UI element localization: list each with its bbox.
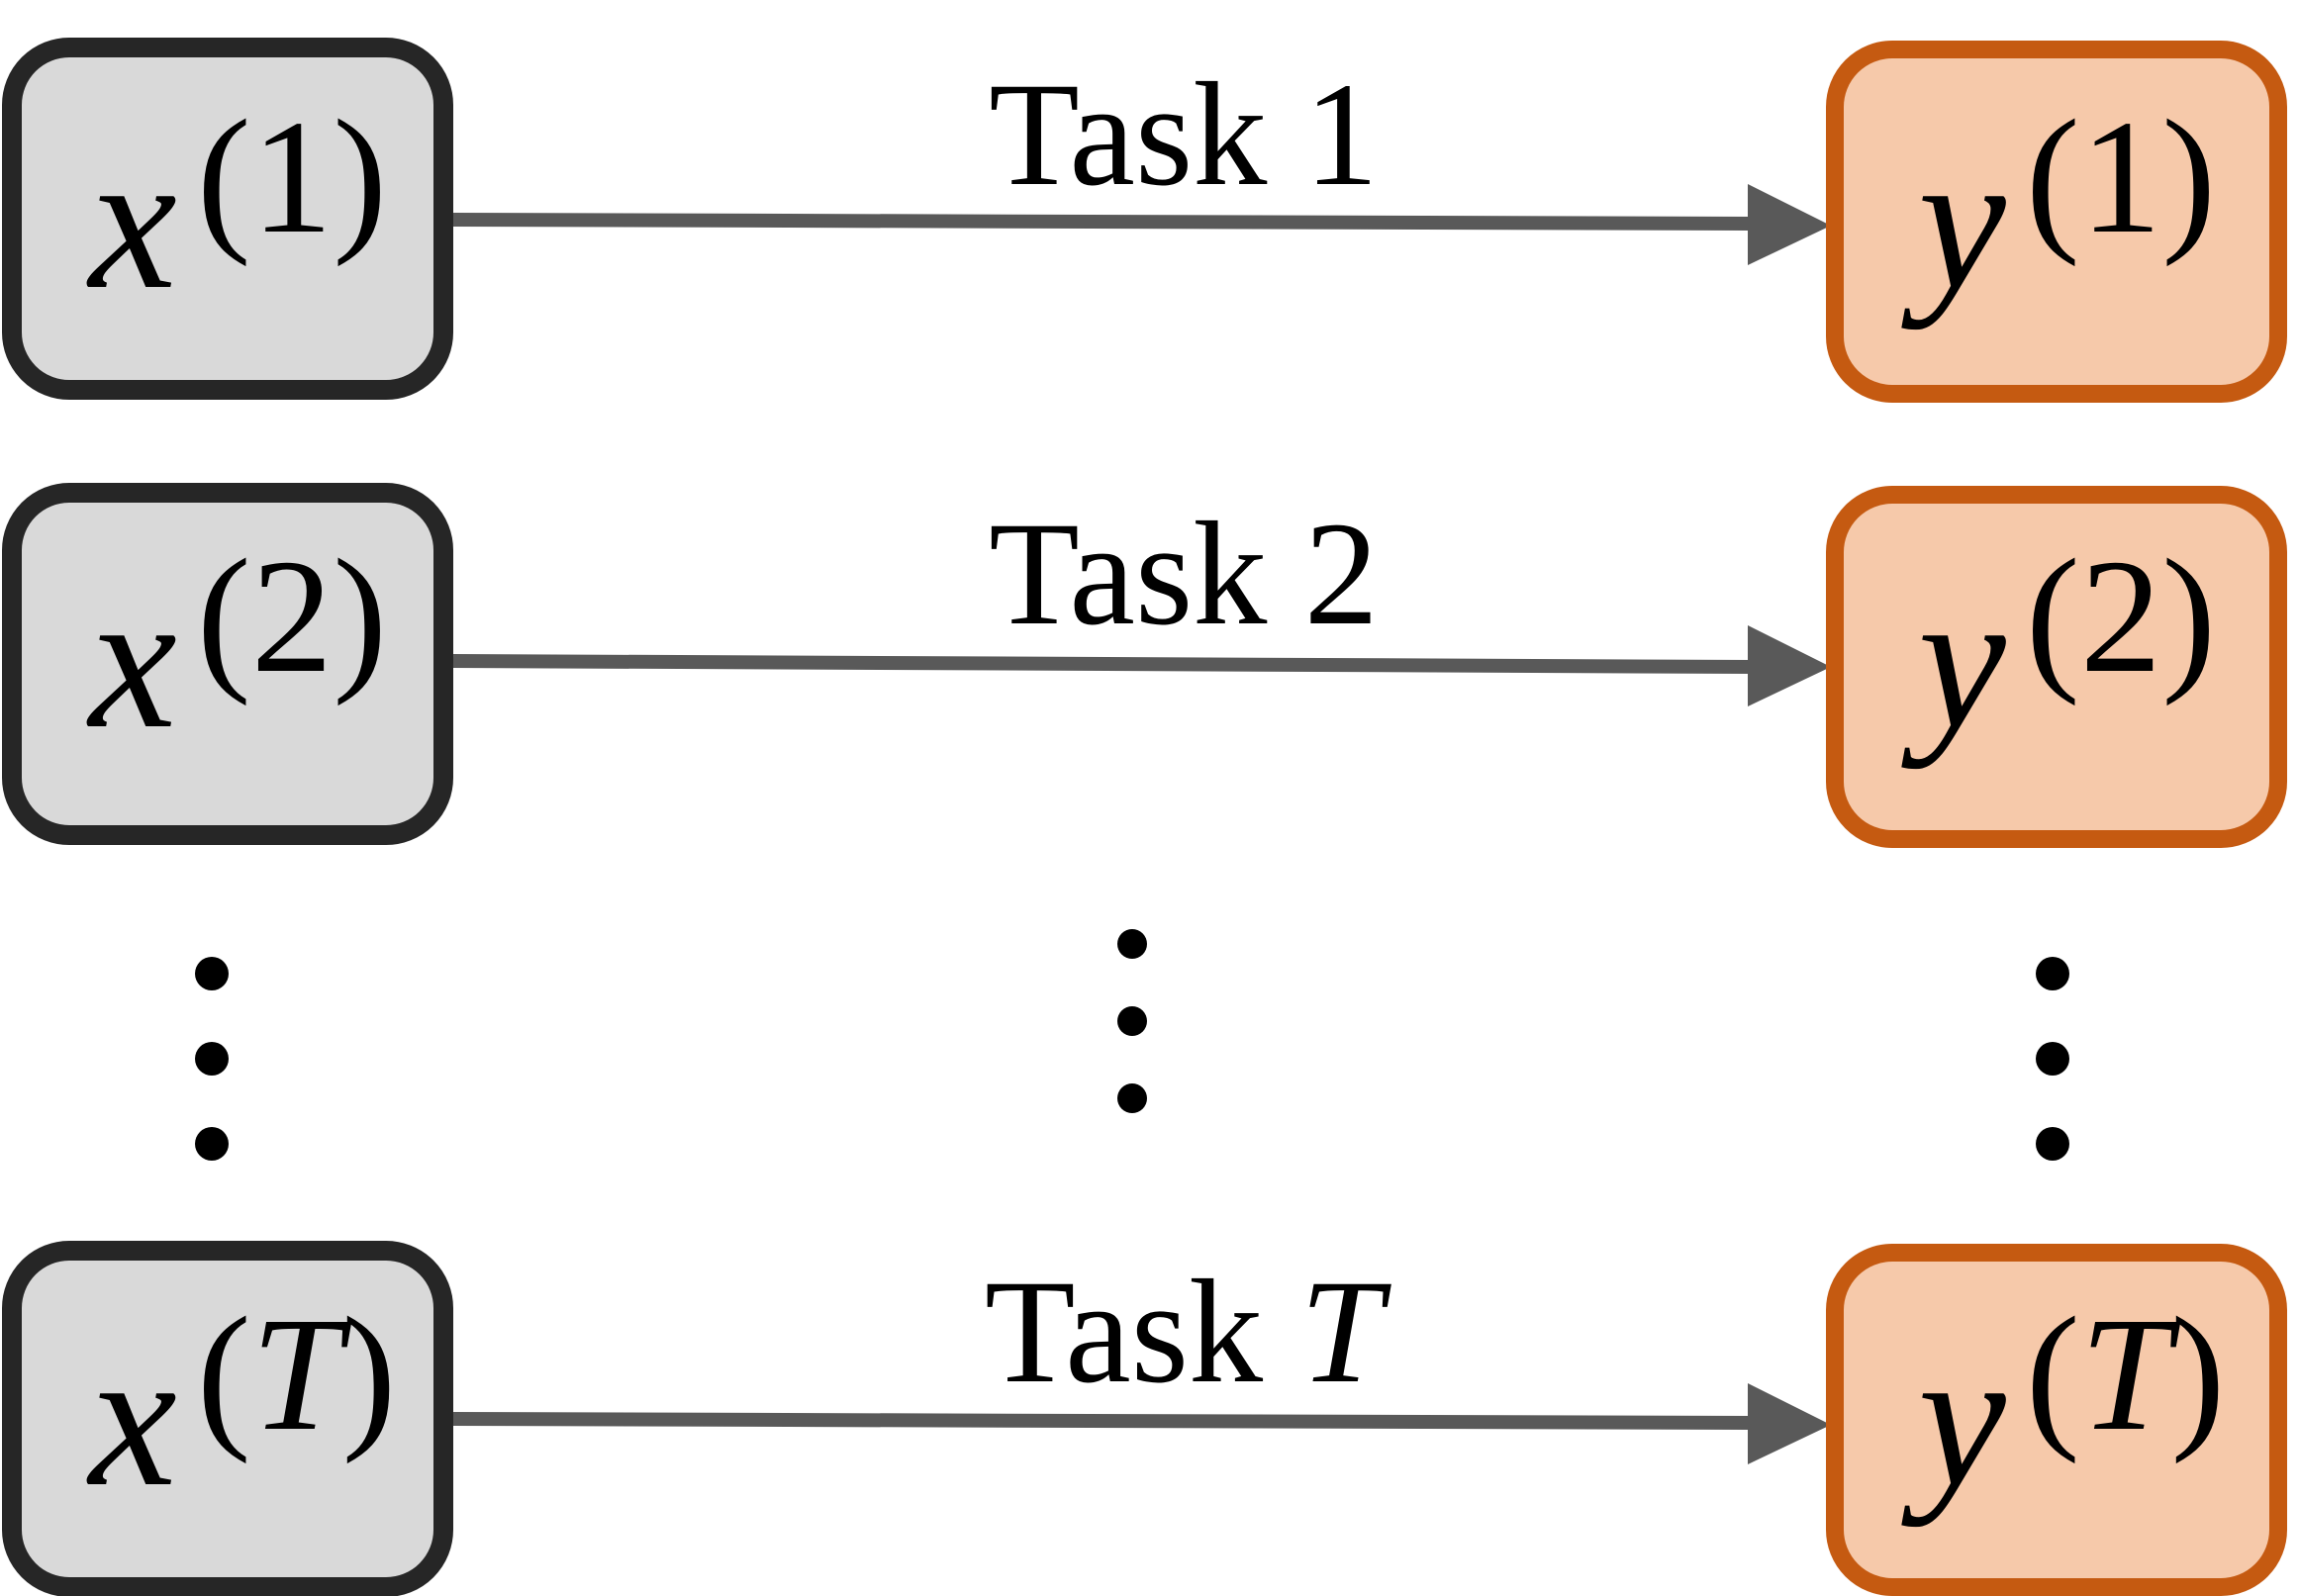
arrow-head-T — [1748, 1383, 1831, 1464]
input-var-T: x — [86, 1309, 177, 1528]
task-word-1: Task — [989, 52, 1267, 217]
output-sup-close-T: ) — [2171, 1283, 2226, 1464]
output-var-T: y — [1901, 1309, 2006, 1528]
task-label-2: Task 2 — [989, 492, 1379, 656]
output-box-2 — [1826, 486, 2287, 848]
task-row-T: x(T) Task T y(T) — [2, 1241, 2287, 1596]
task-row-1: x(1) Task 1 y(1) — [2, 38, 2287, 403]
output-box-1 — [1826, 41, 2287, 403]
input-sup-close-T: ) — [342, 1283, 397, 1464]
ellipsis-dot — [2036, 957, 2069, 990]
input-box-T — [2, 1241, 453, 1596]
arrow-head-2 — [1748, 625, 1831, 706]
ellipsis-outputs — [2036, 957, 2069, 1161]
ellipsis-dot — [195, 1127, 229, 1161]
ellipsis-dot — [1117, 1083, 1147, 1113]
task-label-T: Task T — [985, 1250, 1392, 1414]
output-label-1: y(1) — [1901, 86, 2216, 330]
task-word-T: Task — [985, 1250, 1263, 1414]
ellipsis-dot — [195, 957, 229, 990]
output-sup-open-T: ( — [2026, 1283, 2080, 1464]
task-label-1: Task 1 — [989, 52, 1379, 217]
input-sup-open-T: ( — [197, 1283, 251, 1464]
ellipsis-dot — [2036, 1127, 2069, 1161]
output-var-1: y — [1901, 112, 2006, 330]
output-var-2: y — [1901, 551, 2006, 770]
input-var-1: x — [86, 112, 177, 330]
ellipsis-inputs — [195, 957, 229, 1161]
ellipsis-dot — [1117, 1006, 1147, 1036]
task-id-2: 2 — [1304, 492, 1379, 656]
output-box-T — [1826, 1244, 2287, 1596]
task-id-T: T — [1300, 1250, 1392, 1414]
arrow-head-1 — [1748, 184, 1831, 265]
output-sup-2: (2) — [2026, 525, 2216, 706]
input-label-2: x(2) — [86, 525, 387, 770]
task-row-2: x(2) Task 2 y(2) — [2, 483, 2287, 848]
task-word-2: Task — [989, 492, 1267, 656]
output-label-T: y(T) — [1901, 1283, 2225, 1528]
ellipsis-dot — [2036, 1042, 2069, 1076]
input-label-T: x(T) — [86, 1283, 396, 1528]
input-sup-2: (2) — [197, 525, 387, 706]
ellipsis-dot — [195, 1042, 229, 1076]
input-box-2 — [2, 483, 453, 845]
input-var-2: x — [86, 551, 177, 770]
ellipsis-dot — [1117, 929, 1147, 959]
output-sup-1: (1) — [2026, 86, 2216, 267]
arrow-shaft-T — [452, 1412, 1755, 1430]
input-sup-var-T: T — [251, 1283, 352, 1464]
input-sup-1: (1) — [197, 86, 387, 267]
output-sup-var-T: T — [2080, 1283, 2181, 1464]
output-label-2: y(2) — [1901, 525, 2216, 770]
task-id-1: 1 — [1304, 52, 1379, 217]
ellipsis-tasks — [1117, 929, 1147, 1113]
input-box-1 — [2, 38, 453, 400]
arrow-shaft-2 — [452, 654, 1755, 674]
arrow-shaft-1 — [452, 213, 1755, 231]
input-label-1: x(1) — [86, 86, 387, 330]
